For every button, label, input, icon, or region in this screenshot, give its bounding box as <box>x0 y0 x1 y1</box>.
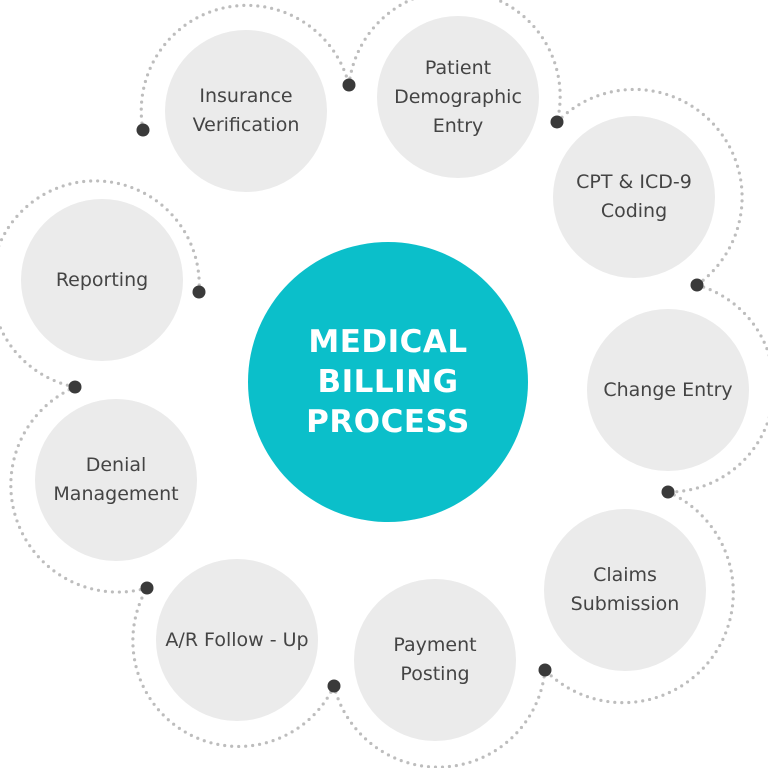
connector-dot <box>327 679 341 693</box>
connector-dot <box>136 123 150 137</box>
step-claims-submission: Claims Submission <box>544 509 706 671</box>
dotted-connector-arc <box>9 385 149 594</box>
connector-dot <box>140 581 154 595</box>
dotted-connector-arc <box>139 3 351 132</box>
dotted-connector-arc <box>543 490 735 705</box>
connector-dot <box>550 115 564 129</box>
step-label: Reporting <box>55 268 149 291</box>
step-label: Insurance Verification <box>192 85 300 136</box>
step-label: Claims Submission <box>570 564 680 615</box>
step-reporting: Reporting <box>21 199 183 361</box>
step-change-entry: Change Entry <box>587 309 749 471</box>
title-line: MEDICAL <box>308 324 468 360</box>
step-patient-demographic-entry: Patient Demographic Entry <box>377 16 539 178</box>
connector-dot <box>690 278 704 292</box>
title-line: BILLING <box>317 364 459 400</box>
step-payment-posting: Payment Posting <box>354 579 516 741</box>
title-line: PROCESS <box>306 404 470 440</box>
dotted-connector-arc <box>347 0 562 124</box>
connector-dot <box>538 663 552 677</box>
dotted-connector-arc <box>666 283 768 494</box>
step-label: A/R Follow - Up <box>165 628 309 651</box>
step-label: Patient Demographic Entry <box>394 56 522 137</box>
center-title-circle: MEDICAL BILLING PROCESS <box>248 242 528 522</box>
connector-dot <box>192 285 206 299</box>
connector-dot <box>68 380 82 394</box>
step-cpt-icd9-coding: CPT & ICD-9 Coding <box>553 116 715 278</box>
dotted-connector-arc <box>0 179 201 389</box>
step-label: CPT & ICD-9 Coding <box>576 171 692 222</box>
step-ar-follow-up: A/R Follow - Up <box>156 559 318 721</box>
step-label: Change Entry <box>603 378 733 401</box>
step-label: Denial Management <box>53 454 179 505</box>
step-label: Payment Posting <box>393 634 477 685</box>
step-insurance-verification: Insurance Verification <box>165 30 327 192</box>
connector-dot <box>661 485 675 499</box>
connector-dot <box>342 78 356 92</box>
step-denial-management: Denial Management <box>35 399 197 561</box>
